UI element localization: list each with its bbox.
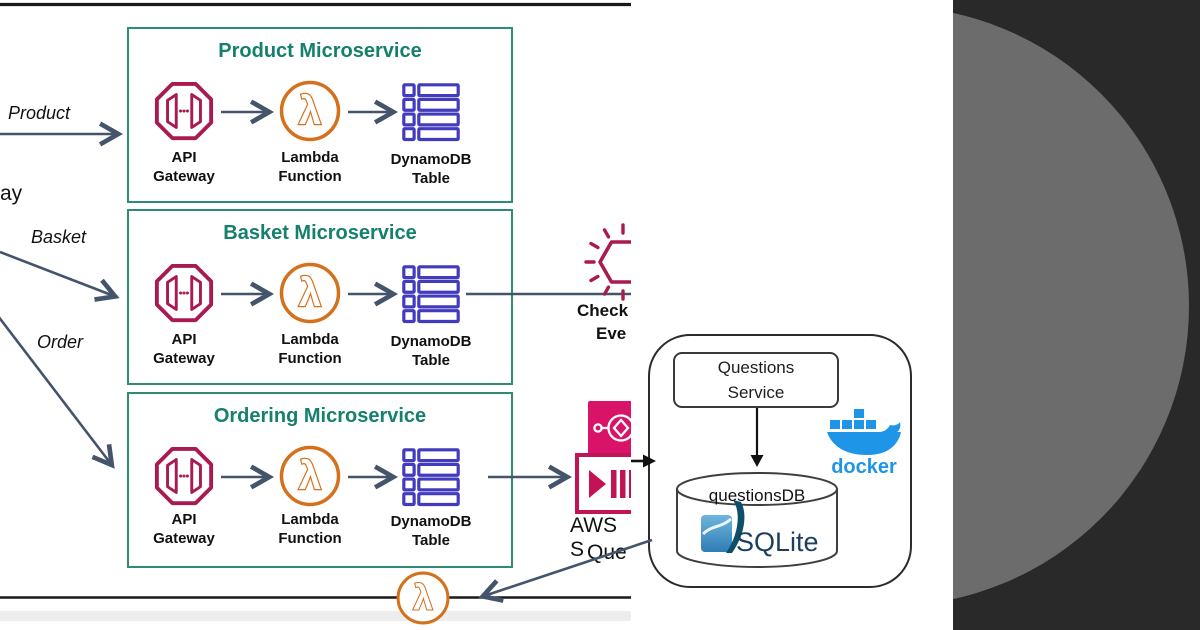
- order-flow-arrow: [0, 316, 115, 469]
- sqs-to-container-arrow: [631, 454, 656, 468]
- flow-arrows: [0, 121, 124, 469]
- container-to-lambda-arrow: [478, 538, 653, 603]
- sqs-queue-icon: [575, 453, 631, 514]
- dark-panel: [953, 0, 1200, 630]
- checkout-event-label: Eve: [596, 324, 627, 343]
- service-to-db-arrow: [750, 408, 764, 467]
- questions-service-label: Questions Service: [717, 357, 795, 403]
- microservice-title: Product Microservice: [218, 40, 422, 62]
- decorative-circle: [953, 6, 1189, 606]
- sqlite-logo: SQLite: [701, 500, 819, 557]
- component-label: API Gateway: [153, 511, 215, 547]
- sqlite-text: SQLite: [736, 527, 819, 557]
- basket-flow-label: Basket: [31, 227, 87, 247]
- checkout-event-icon: [584, 223, 631, 301]
- component-label: DynamoDB Table: [390, 151, 472, 187]
- microservice-title: Ordering Microservice: [213, 405, 427, 427]
- component-label: Lambda Function: [278, 511, 342, 547]
- product-flow-label: Product: [8, 103, 71, 123]
- component-label: API Gateway: [153, 149, 215, 185]
- eventbridge-icon: [588, 401, 631, 455]
- docker-text: docker: [831, 456, 897, 478]
- microservices-slide: λ: [0, 2, 631, 625]
- component-label: DynamoDB Table: [390, 513, 472, 549]
- sqs-queue-label: AWS S: [570, 514, 618, 561]
- questionsdb-label: questionsDB: [708, 486, 806, 505]
- checkout-event-label: Check: [577, 301, 629, 320]
- gateway-text-fragment: ay: [0, 182, 23, 205]
- microservice-title: Basket Microservice: [223, 222, 417, 244]
- slide-graphics: λ: [0, 2, 631, 625]
- component-label: Lambda Function: [278, 331, 342, 367]
- questions-service-box: Questions Service: [673, 352, 839, 408]
- docker-logo: docker: [827, 409, 901, 478]
- component-label: DynamoDB Table: [390, 333, 472, 369]
- basket-flow-arrow: [0, 250, 120, 302]
- component-label: API Gateway: [153, 331, 215, 367]
- component-label: Lambda Function: [278, 149, 342, 185]
- footer-band: [0, 611, 631, 621]
- order-flow-label: Order: [37, 332, 84, 352]
